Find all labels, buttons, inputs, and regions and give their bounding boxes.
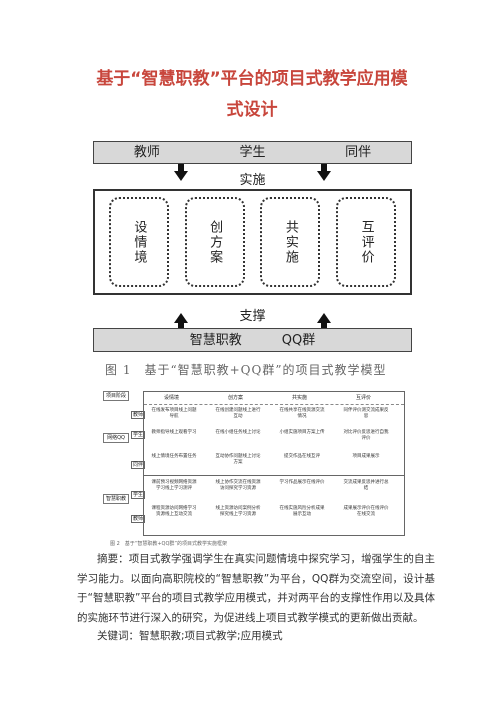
column-header: 创方案 (228, 395, 244, 401)
grid-cell: 成果展示评价在线评价在线交流 (343, 506, 389, 517)
title-line-1: 基于“智慧职教”平台的项目式教学应用模 (96, 69, 408, 89)
figure-1-caption: 图 1 基于“智慧职教+QQ群”的项目式教学模型 (105, 363, 387, 377)
platform-qq: QQ群 (281, 333, 316, 348)
arrow-down-icon (317, 171, 331, 181)
grid-cell: 教师指导线上观看学习 (151, 430, 197, 435)
support-label: 支撑 (239, 309, 266, 324)
roles-bar: 教师 学生 同伴 (93, 141, 412, 164)
platform-bar: 智慧职教 QQ群 (93, 328, 412, 352)
framework-grid: 设情境 创方案 共实施 互评价 在线发布项目线上问题导航 在线创建问题线上进行互… (143, 391, 405, 536)
grid-cell: 对比评价反思进行自我评价 (343, 430, 389, 441)
stage-create-plan: 创方案 (184, 197, 245, 287)
label-qq: 网络QQ (103, 433, 129, 443)
arrow-up-icon (317, 313, 331, 323)
figure-2-framework: 项目阶段 网络QQ 智慧职教 教师 学生 同伴 学生 教师 设情境 创方案 共实… (103, 391, 405, 536)
grid-cell: 互动协作问题线上讨论方案 (215, 454, 261, 465)
arrow-up-icon (174, 313, 188, 323)
arrow-stem-left (178, 164, 184, 172)
article-title: 基于“智慧职教”平台的项目式教学应用模 式设计 (60, 64, 444, 126)
arrow-stem-right-bottom (321, 321, 327, 329)
figure-2-caption: 图 2 基于“智慧职教+QQ群”的项目式教学实施框架 (110, 541, 228, 547)
label-zhihui: 智慧职教 (103, 494, 129, 504)
role-label: 教师 (131, 515, 145, 523)
divider (144, 475, 404, 476)
grid-cell: 在线创建问题线上进行互动 (215, 408, 261, 419)
role-label: 学生 (131, 431, 145, 439)
grid-cell: 在线实施风险分析成果展示互动 (279, 506, 325, 517)
grid-cell: 同伴评价测交流成果反思 (343, 408, 389, 419)
arrow-down-icon (174, 171, 188, 181)
grid-cell: 交流成果反思并进行总结 (343, 480, 389, 491)
grid-cell: 课前预习视频网络资源学习线上学习测评 (151, 480, 197, 491)
implement-box: 设情境 创方案 共实施 互评价 (93, 189, 412, 295)
grid-cell: 线上资源访问案例分析探究线上学习资源 (215, 506, 261, 517)
role-teacher: 教师 (133, 145, 160, 160)
arrow-stem-left-bottom (178, 321, 184, 329)
grid-cell: 课程资源访问网络学习资源线上互动交流 (151, 506, 197, 517)
platform-zhihui: 智慧职教 (189, 333, 242, 348)
arrow-stem-right (321, 164, 327, 172)
column-header: 共实施 (292, 395, 308, 401)
grid-cell: 项目成果展示 (352, 454, 380, 459)
grid-cell: 提交作品在线互评 (284, 454, 320, 459)
grid-cell: 在线共享在线资源交流情况 (279, 408, 325, 419)
column-header: 互评价 (356, 395, 372, 401)
stage-set-scenario: 设情境 (108, 197, 169, 287)
role-label: 同伴 (131, 461, 145, 469)
grid-cell: 线上情境任务布置任务 (151, 454, 197, 459)
implement-label: 实施 (239, 173, 266, 188)
grid-cell: 在线小组任务线上讨论 (215, 430, 261, 435)
grid-cell: 学习作品展示在线评价 (279, 480, 325, 485)
title-line-2: 式设计 (226, 100, 278, 120)
role-label: 教师 (131, 411, 145, 419)
figure-1-model: 教师 学生 同伴 实施 设情境 创方案 共实施 互评价 支撑 智慧职教 QQ群 (93, 141, 412, 353)
role-label: 学生 (131, 491, 145, 499)
role-student: 学生 (239, 145, 266, 160)
stage-co-implement: 共实施 (260, 197, 321, 287)
grid-cell: 线上协作交流在线资源访问探究学习资源 (215, 480, 261, 491)
divider (144, 404, 404, 405)
grid-cell: 小组实施项目方案上传 (279, 430, 325, 435)
keywords-line: 关键词：智慧职教;项目式教学;应用模式 (97, 630, 283, 642)
column-header: 设情境 (164, 395, 180, 401)
label-project-stage: 项目阶段 (103, 391, 129, 401)
role-peer: 同伴 (345, 145, 372, 160)
abstract-paragraph: 摘要：项目式教学强调学生在真实问题情境中探究学习，增强学生的自主学习能力。以面向… (77, 553, 435, 624)
grid-cell: 在线发布项目线上问题导航 (151, 408, 197, 419)
stage-peer-evaluate: 互评价 (336, 197, 397, 287)
